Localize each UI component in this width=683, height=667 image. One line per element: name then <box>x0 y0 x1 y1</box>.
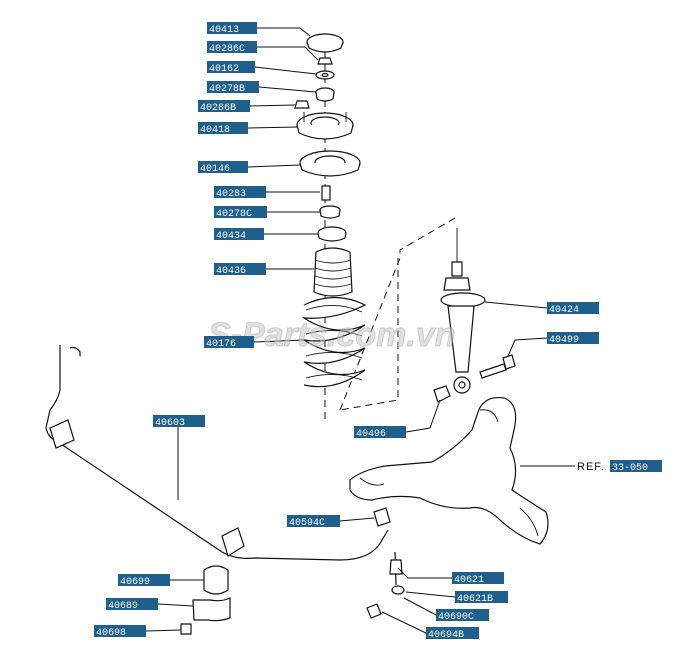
callout-label: 40603 <box>155 418 185 429</box>
reference-prefix: REF. <box>577 461 605 473</box>
callout-label: 40286C <box>209 44 245 55</box>
callout-40698[interactable]: 40698 <box>94 625 146 639</box>
callout-label: 40690C <box>438 612 474 623</box>
callout-40499[interactable]: 40499 <box>547 332 599 346</box>
callout-label: 40283 <box>216 189 246 200</box>
callout-40418[interactable]: 40418 <box>198 122 248 136</box>
callout-label: 40689 <box>108 601 138 612</box>
callout-label: 40286B <box>200 103 236 114</box>
callout-label: 40699 <box>120 577 150 588</box>
callout-label: 40162 <box>209 64 239 75</box>
callout-40413[interactable]: 40413 <box>207 22 257 36</box>
callout-40162[interactable]: 40162 <box>207 61 255 75</box>
leader-lines <box>145 27 575 634</box>
callout-label: 40621 <box>454 575 484 586</box>
callout-40278b[interactable]: 40278B <box>207 81 259 95</box>
callout-40603[interactable]: 40603 <box>153 415 205 429</box>
callout-40176[interactable]: 40176 <box>204 336 254 350</box>
callout-label: 40434 <box>216 231 246 242</box>
callout-label: 40621B <box>457 594 493 605</box>
callout-40434[interactable]: 40434 <box>214 228 264 242</box>
callout-40424[interactable]: 40424 <box>547 302 599 316</box>
callout-40436[interactable]: 40436 <box>214 263 266 277</box>
stabilizer-bar <box>45 345 389 561</box>
reference-code: 33-050 <box>612 463 648 474</box>
callout-40594c[interactable]: 40594C <box>287 515 340 529</box>
callout-40621[interactable]: 40621 <box>452 572 504 586</box>
callout-label: 40694B <box>428 630 464 641</box>
lower-control-arm <box>349 396 549 545</box>
callout-40690c[interactable]: 40690C <box>436 609 489 623</box>
callout-label: 40278C <box>216 209 252 220</box>
callout-label: 40496 <box>356 429 386 440</box>
callout-40286c[interactable]: 40286C <box>207 41 257 55</box>
callout-40283[interactable]: 40283 <box>214 186 266 200</box>
callout-label: 40594C <box>289 518 325 529</box>
callout-label: 40698 <box>96 628 126 639</box>
reference-code-box <box>610 460 662 472</box>
callout-40286b[interactable]: 40286B <box>198 100 250 114</box>
callout-label: 40176 <box>206 339 236 350</box>
shock-absorber <box>433 228 516 403</box>
watermark-text: S-Parts.com.vn <box>208 316 456 354</box>
callout-label: 40418 <box>200 125 230 136</box>
callout-label: 40146 <box>200 164 230 175</box>
callout-list: 40413 40286C 40162 40278B 40286B 40418 4… <box>94 22 599 641</box>
callout-40146[interactable]: 40146 <box>198 161 248 175</box>
callout-label: 40424 <box>549 305 579 316</box>
callout-40621b[interactable]: 40621B <box>455 591 508 605</box>
callout-label: 40413 <box>209 25 239 36</box>
callout-label: 40499 <box>549 335 579 346</box>
callout-40694b[interactable]: 40694B <box>426 627 479 641</box>
callout-label: 40278B <box>209 84 245 95</box>
callout-label: 40436 <box>216 266 246 277</box>
callout-40689[interactable]: 40689 <box>106 598 158 612</box>
callout-40699[interactable]: 40699 <box>118 574 170 588</box>
callout-40278c[interactable]: 40278C <box>214 206 267 220</box>
reference-label: REF. 33-050 <box>577 460 662 474</box>
callout-40496[interactable]: 40496 <box>354 426 406 440</box>
stabilizer-link-parts <box>180 507 405 635</box>
strut-mount-stack <box>294 33 456 420</box>
